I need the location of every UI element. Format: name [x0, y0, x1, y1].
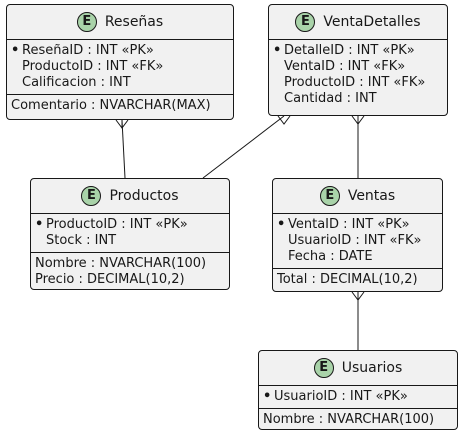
- attribute-fields: Total : DECIMAL(10,2): [273, 269, 442, 291]
- entity-productos[interactable]: E Productos •ProductoID : INT «PK» Stock…: [30, 178, 230, 290]
- entity-usuarios[interactable]: E Usuarios •UsuarioID : INT «PK» Nombre …: [258, 350, 458, 430]
- entity-ventas[interactable]: E Ventas •VentaID : INT «PK» UsuarioID :…: [272, 178, 443, 292]
- entity-header: E Productos: [31, 179, 229, 214]
- field-row: Total : DECIMAL(10,2): [277, 272, 418, 287]
- entity-title: Productos: [109, 188, 179, 204]
- field-row: Comentario : NVARCHAR(MAX): [11, 98, 211, 113]
- field-row: Fecha : DATE: [288, 249, 373, 264]
- field-row: Cantidad : INT: [284, 91, 377, 106]
- edge-ventadetalles-productos: [202, 115, 285, 179]
- field-row: ProductoID : INT «FK»: [284, 75, 426, 90]
- attribute-fields: Nombre : NVARCHAR(100) Precio : DECIMAL(…: [31, 253, 229, 291]
- field-row: Calificacion : INT: [22, 75, 131, 90]
- entity-ventadetalles[interactable]: E VentaDetalles •DetalleID : INT «PK» Ve…: [268, 4, 448, 116]
- key-fields: •VentaID : INT «PK» UsuarioID : INT «FK»…: [273, 214, 442, 269]
- entity-e-icon: E: [295, 12, 316, 32]
- field-row: •VentaID : INT «PK»: [277, 217, 410, 232]
- entity-header: E Ventas: [273, 179, 442, 214]
- crowfoot-resenas: [115, 119, 129, 129]
- entity-header: E Usuarios: [259, 351, 457, 386]
- field-row: Nombre : NVARCHAR(100): [263, 412, 435, 427]
- entity-title: VentaDetalles: [323, 14, 421, 30]
- field-row: Stock : INT: [46, 233, 117, 248]
- entity-title: Reseñas: [104, 14, 164, 30]
- entity-header: E Reseñas: [7, 5, 233, 40]
- key-fields: •UsuarioID : INT «PK»: [259, 386, 457, 409]
- field-row: •DetalleID : INT «PK»: [273, 43, 415, 58]
- attribute-fields: Nombre : NVARCHAR(100): [259, 409, 457, 431]
- field-row: VentaID : INT «FK»: [284, 59, 406, 74]
- key-fields: •DetalleID : INT «PK» VentaID : INT «FK»…: [269, 40, 447, 110]
- edge-resenas-productos: [121, 119, 126, 179]
- crowfoot-ventadetalles-ventas: [351, 115, 365, 125]
- field-row: ProductoID : INT «FK»: [22, 59, 164, 74]
- entity-e-icon: E: [81, 186, 102, 206]
- field-row: •UsuarioID : INT «PK»: [263, 389, 408, 404]
- entity-e-icon: E: [76, 12, 97, 32]
- entity-resenas[interactable]: E Reseñas •ReseñaID : INT «PK» ProductoI…: [6, 4, 234, 120]
- entity-e-icon: E: [313, 358, 334, 378]
- entity-header: E VentaDetalles: [269, 5, 447, 40]
- entity-title: Usuarios: [341, 360, 403, 376]
- entity-e-icon: E: [319, 186, 340, 206]
- field-row: UsuarioID : INT «FK»: [288, 233, 422, 248]
- entity-title: Ventas: [347, 188, 396, 204]
- crowfoot-ventas: [351, 291, 365, 301]
- key-fields: •ReseñaID : INT «PK» ProductoID : INT «F…: [7, 40, 233, 95]
- field-row: •ReseñaID : INT «PK»: [11, 43, 154, 58]
- field-row: •ProductoID : INT «PK»: [35, 217, 188, 232]
- field-row: Precio : DECIMAL(10,2): [35, 272, 185, 287]
- attribute-fields: Comentario : NVARCHAR(MAX): [7, 95, 233, 117]
- crowfoot-ventadetalles-productos: [277, 115, 291, 125]
- key-fields: •ProductoID : INT «PK» Stock : INT: [31, 214, 229, 253]
- field-row: Nombre : NVARCHAR(100): [35, 256, 207, 271]
